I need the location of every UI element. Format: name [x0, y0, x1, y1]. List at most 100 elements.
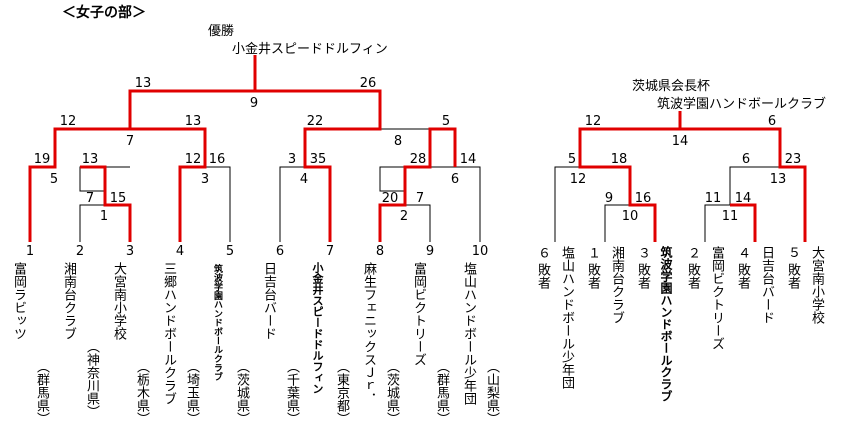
bracket-line-2 [105, 204, 131, 242]
team-name: 大宮南小学校 [809, 246, 824, 324]
score-label: 13 [81, 152, 99, 167]
score-label: 15 [109, 191, 127, 206]
section-title: ＜女子の部＞ [62, 5, 146, 21]
seed-number: 2 [75, 244, 85, 259]
score-label: 14 [459, 152, 477, 167]
bracket-line-1 [79, 204, 105, 242]
team-name: 日吉台バード [261, 262, 276, 340]
loser-tag: 敗者 [635, 263, 650, 289]
score-label: 11 [704, 191, 722, 206]
score-label: 12 [184, 152, 202, 167]
score-label: 1 [99, 209, 109, 224]
seed-number: 3 [125, 244, 135, 259]
team-name: 麻生フェニックスＪｒ． [361, 262, 376, 405]
score-label: 4 [299, 172, 309, 187]
score-label: 6 [741, 152, 751, 167]
seed-number: 8 [375, 244, 385, 259]
team-prefecture: （群馬県） [34, 360, 49, 425]
winner-path-6 [730, 203, 757, 242]
score-label: 14 [671, 134, 689, 149]
score-label: 7 [85, 191, 95, 206]
loser-tag: 敗者 [785, 263, 800, 289]
team-name: 塩山ハンドボール少年団 [559, 246, 574, 389]
consolation-winner-name: 筑波学園ハンドボールクラブ [657, 97, 827, 112]
score-label: 3 [287, 152, 297, 167]
seed-number: 6 [275, 244, 285, 259]
score-label: 35 [309, 152, 327, 167]
team-prefecture: （神奈川県） [84, 340, 99, 418]
team-prefecture: （茨城県） [384, 360, 399, 425]
winner-path-0 [28, 55, 257, 242]
score-label: 20 [381, 191, 399, 206]
score-label: 6 [767, 114, 777, 129]
team-name: 塩山ハンドボール少年団 [461, 262, 476, 405]
score-label: 5 [567, 152, 577, 167]
team-name: 湘南台クラブ [61, 262, 76, 340]
winner-path-4 [378, 127, 457, 242]
seed-number: 4 [175, 244, 185, 259]
winner-path-3 [255, 89, 382, 242]
team-name: 小金井スピードドルフィン [311, 262, 324, 394]
score-label: 23 [784, 152, 802, 167]
seed-number: 5 [225, 244, 235, 259]
score-label: 14 [734, 191, 752, 206]
score-label: 3 [200, 172, 210, 187]
score-label: 6 [450, 172, 460, 187]
winner-name: 小金井スピードドルフィン [232, 42, 388, 57]
seed-number: 7 [325, 244, 335, 259]
seed-number: 9 [425, 244, 435, 259]
team-name: 湘南台クラブ [609, 246, 624, 324]
bracket-line-9 [554, 166, 656, 242]
consolation-winner-label: 茨城県会長杯 [632, 79, 711, 94]
loser-tag: 敗者 [585, 263, 600, 289]
team-prefecture: （千葉県） [284, 360, 299, 425]
winner-label: 優勝 [208, 24, 235, 39]
team-name: 三郷ハンドボールクラブ [161, 262, 176, 405]
score-label: 11 [721, 209, 739, 224]
seed-number: 1 [25, 244, 35, 259]
score-label: 13 [769, 172, 787, 187]
score-label: 22 [306, 114, 324, 129]
score-label: 12 [569, 172, 587, 187]
score-label: 16 [208, 152, 226, 167]
loser-seed: ５ [785, 246, 800, 259]
team-name: 富岡ビクトリーズ [411, 262, 426, 366]
loser-tag: 敗者 [685, 263, 700, 289]
score-label: 26 [359, 76, 377, 91]
team-prefecture: （栃木県） [134, 360, 149, 425]
team-prefecture: （東京都） [334, 360, 349, 425]
team-prefecture: （山梨県） [484, 360, 499, 425]
score-label: 9 [604, 191, 614, 206]
score-label: 10 [621, 209, 639, 224]
team-name: 富岡ビクトリーズ [709, 246, 724, 350]
winner-path-1 [80, 165, 132, 242]
loser-tag: 敗者 [735, 263, 750, 289]
seed-number: 10 [471, 244, 489, 259]
winner-path-7 [680, 127, 807, 242]
team-name: 富岡ラビッツ [11, 262, 26, 340]
winner-path-2 [130, 127, 207, 242]
score-label: 18 [610, 152, 628, 167]
loser-seed: ４ [735, 246, 750, 259]
team-name: 日吉台バード [759, 246, 774, 324]
team-name: 筑波学園ハンドボールクラブ [659, 246, 673, 402]
team-name: 筑波学園ハンドボールクラブ [212, 264, 222, 381]
score-label: 16 [634, 191, 652, 206]
loser-seed: ３ [635, 246, 650, 259]
score-label: 5 [49, 172, 59, 187]
score-label: 12 [59, 114, 77, 129]
winner-path-5 [578, 111, 682, 242]
score-label: 13 [184, 114, 202, 129]
score-label: 12 [584, 114, 602, 129]
loser-tag: 敗者 [535, 263, 550, 289]
score-label: 7 [415, 191, 425, 206]
loser-seed: １ [585, 246, 600, 259]
bracket-line-8 [254, 55, 431, 167]
team-prefecture: （茨城県） [234, 360, 249, 425]
score-label: 28 [409, 152, 427, 167]
score-label: 13 [134, 76, 152, 91]
score-label: 19 [33, 152, 51, 167]
loser-seed: ６ [535, 246, 550, 259]
